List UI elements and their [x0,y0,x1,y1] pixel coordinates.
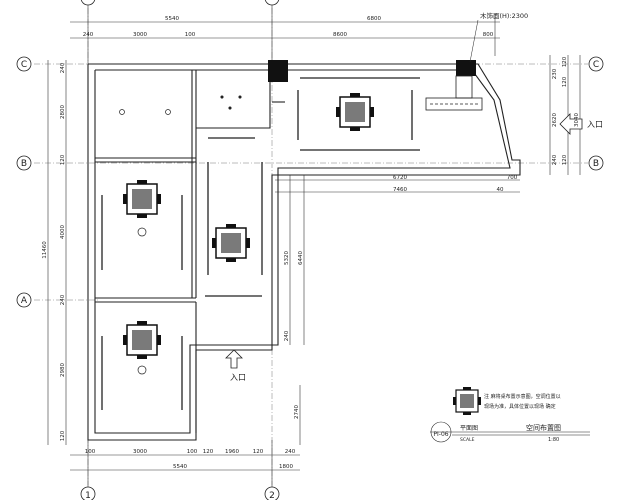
column-right [456,60,476,76]
dim-top-major-2: 6800 [367,16,381,22]
title-scale-label: SCALE [460,437,475,443]
axis-label-c-left: C [21,60,27,70]
dim-bottom-minor-4: 120 [203,449,214,455]
mahjong-table-3 [212,224,250,262]
axis-label-b-right: B [593,159,599,169]
axis-label-a-left: A [21,296,28,306]
dim-mid-v-3: 240 [284,330,290,341]
axis-bubbles [16,0,604,500]
legend-table-symbol [453,387,481,415]
dim-mid-h-4: 40 [497,187,504,193]
axis-label-b-left: B [21,159,27,169]
entrance-arrow-left-icon [559,113,583,135]
dim-top-minor-2: 3000 [133,32,147,38]
dim-top-major-1: 5540 [165,16,179,22]
dim-left-seg-4: 4000 [60,225,66,239]
dim-bottom-major-1: 5540 [173,464,187,470]
axis-label-2-bottom: 2 [269,491,275,500]
dim-left-seg-3: 120 [60,154,66,165]
axis-label-c-right: C [593,60,599,70]
dim-bottom-minor-2: 3000 [133,449,147,455]
dim-top-minor-3: 100 [185,32,196,38]
dim-right-4: 2620 [552,113,558,127]
dim-bottom-minor-1: 100 [85,449,96,455]
title-scale-value: 1:80 [548,437,559,443]
title-code: PI-06 [433,431,448,438]
bar-counter [425,75,483,111]
linear-light-lines [101,77,420,410]
dim-right-5: 3040 [574,113,580,127]
mahjong-table-2 [123,180,161,218]
column-left [268,60,288,82]
entrance-label-right: 入口 [587,120,603,129]
dim-left-seg-5: 240 [60,294,66,305]
dim-right-1: 120 [562,56,568,67]
dim-mid-h-2: 7460 [393,187,407,193]
dim-bottom-minor-6: 120 [253,449,264,455]
dim-bottom-minor-7: 240 [285,449,296,455]
dim-bottom-minor-5: 1960 [225,449,239,455]
note-leader-line [469,19,479,63]
dim-top-minor-4: 8600 [333,32,347,38]
dim-left-seg-7: 120 [60,430,66,441]
dimension-lines [47,0,581,490]
walls [87,63,521,441]
axis-label-1-bottom: 1 [85,491,91,500]
entrance-arrow-up-icon [225,349,243,369]
legend-line-2: 现场为准，具体位置以现场 确定 [484,403,556,410]
mahjong-table-4 [123,321,161,359]
dim-left-total: 11460 [42,241,48,259]
legend-line-1: 注 麻将桌布置示意图，空调位置以 [484,393,561,400]
dim-lower-right: 2740 [294,405,300,419]
dim-mid-h-3: 700 [507,175,518,181]
dim-top-minor-5: 800 [483,32,494,38]
title-name: 空间布置图 [526,423,561,432]
dim-mid-v-2: 6440 [298,251,304,265]
dim-right-2: 230 [552,68,558,79]
top-note: 木饰面(H):2300 [480,11,528,20]
dim-left-seg-6: 2980 [60,363,66,377]
dim-bottom-major-2: 1800 [279,464,293,470]
dim-top-minor-1: 240 [83,32,94,38]
dim-bottom-minor-3: 100 [187,449,198,455]
axis-grid-lines [34,8,588,485]
dim-right-7: 120 [562,154,568,165]
title-block [430,421,590,443]
title-plan-label: 平面图 [460,425,478,432]
dim-mid-v-1: 5320 [284,251,290,265]
dim-right-6: 240 [552,154,558,165]
dim-right-3: 120 [562,76,568,87]
mahjong-table-1 [336,93,374,131]
entrance-label-bottom: 入口 [230,373,246,382]
downlights [119,95,242,375]
dimension-labels: 5540 6800 240 3000 100 8600 800 100 3000… [42,16,580,470]
dim-left-seg-1: 240 [60,62,66,73]
dim-left-seg-2: 2800 [60,105,66,119]
dim-mid-h-1: 6720 [393,175,407,181]
